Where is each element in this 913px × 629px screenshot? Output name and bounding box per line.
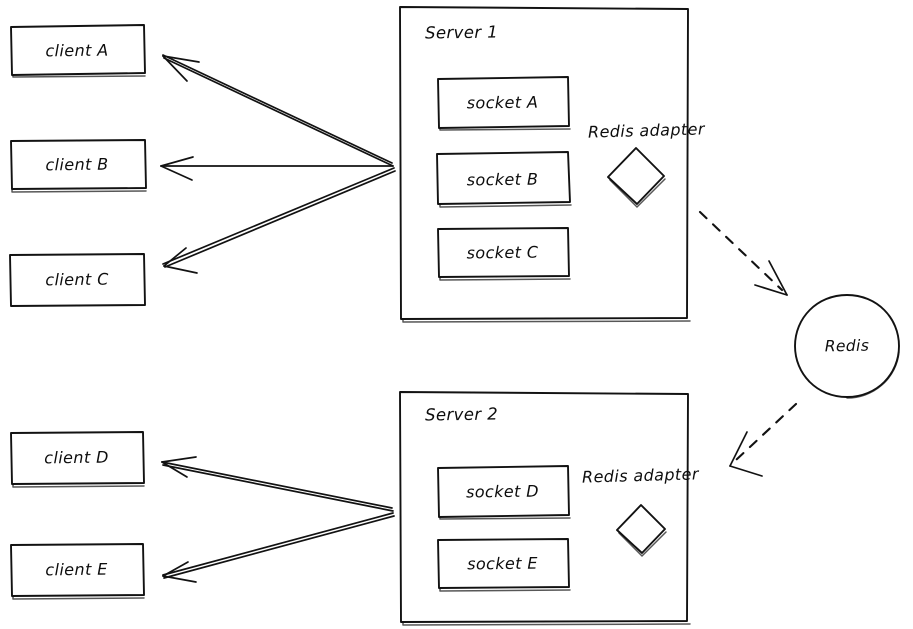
arrow-server2-to-client-d	[161, 456, 394, 512]
server-1-label: Server 1	[424, 22, 499, 43]
arrow-server2-to-client-e	[162, 512, 395, 583]
socket-c-box[interactable]	[437, 227, 571, 281]
client-d-box[interactable]	[10, 431, 145, 488]
client-a-label: client A	[45, 40, 109, 61]
socket-e-label: socket E	[467, 553, 538, 574]
client-d-label: client D	[44, 447, 109, 468]
socket-b-box[interactable]	[436, 151, 572, 208]
socket-a-box[interactable]	[437, 76, 571, 131]
server-2-redis-adapter-label: Redis adapter	[581, 464, 700, 487]
client-b-label: client B	[45, 154, 109, 175]
socket-c-label: socket C	[466, 242, 539, 263]
arrow-redis-to-server2-adapter	[729, 402, 798, 477]
socket-e-box[interactable]	[437, 538, 571, 592]
socket-d-label: socket D	[465, 481, 540, 502]
arrow-server1-to-client-b	[160, 156, 394, 181]
client-b-box[interactable]	[10, 139, 147, 193]
server-2-label: Server 2	[424, 404, 499, 425]
client-c-box[interactable]	[9, 253, 146, 307]
arrow-server1-to-client-a	[162, 54, 394, 167]
socket-d-box[interactable]	[437, 465, 571, 520]
client-e-label: client E	[45, 559, 108, 580]
server-2-redis-adapter-diamond[interactable]	[616, 504, 667, 557]
server-1-redis-adapter-diamond[interactable]	[607, 147, 666, 208]
socket-a-label: socket A	[466, 92, 539, 113]
client-a-box[interactable]	[10, 24, 146, 78]
client-e-box[interactable]	[10, 543, 145, 600]
client-c-label: client C	[45, 269, 109, 290]
arrow-server1-adapter-to-redis	[698, 210, 788, 296]
arrow-server1-to-client-c	[162, 167, 396, 274]
redis-node-circle[interactable]	[794, 294, 900, 399]
socket-b-label: socket B	[466, 169, 539, 190]
server-1-redis-adapter-label: Redis adapter	[587, 119, 706, 142]
redis-label: Redis	[824, 336, 870, 356]
